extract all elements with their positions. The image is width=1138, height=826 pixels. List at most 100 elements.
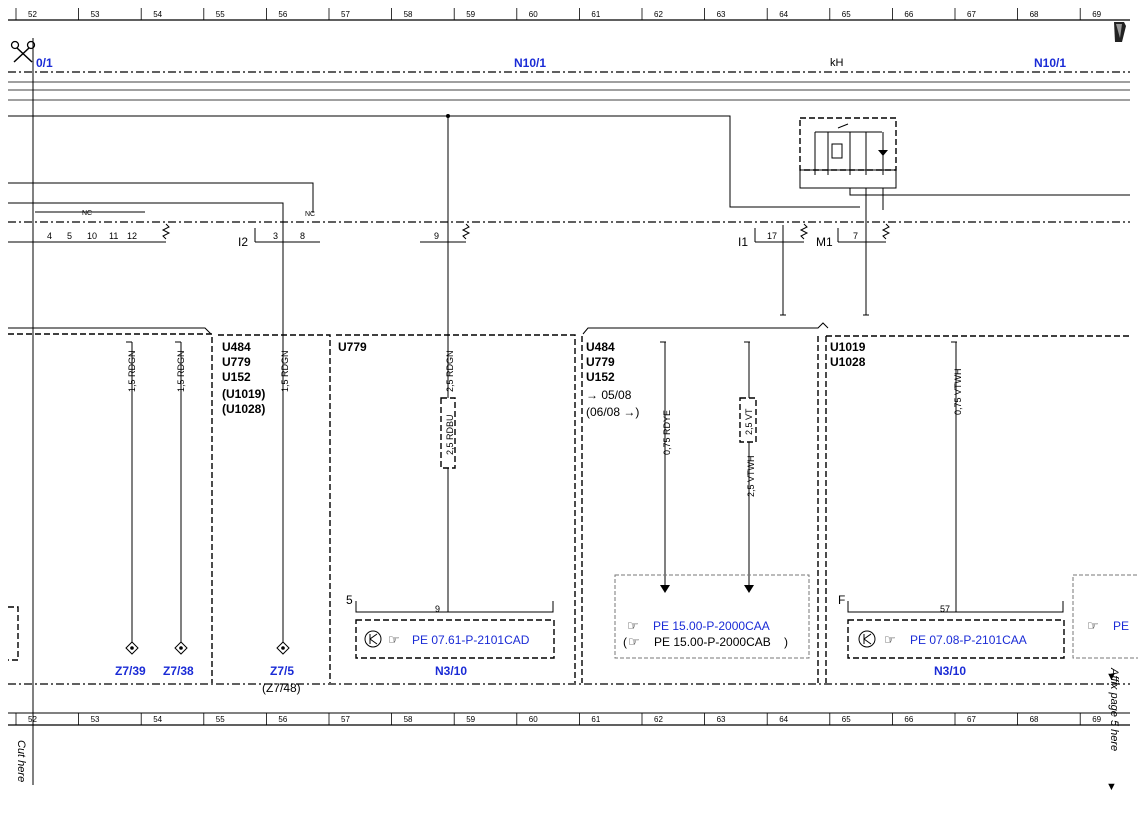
ref-right: N10/1 — [1034, 56, 1066, 70]
ruler-number: 60 — [529, 715, 538, 724]
ref-left: 0/1 — [36, 56, 53, 70]
relay-kh — [799, 117, 897, 189]
ruler-number: 65 — [842, 10, 851, 19]
svg-text:3: 3 — [273, 231, 278, 241]
svg-text:17: 17 — [767, 231, 777, 241]
label-m1: M1 — [816, 235, 833, 249]
ruler-number: 54 — [153, 715, 162, 724]
section3-label: U779 — [338, 340, 367, 354]
hand-pointer-icon: ☞ — [388, 632, 400, 647]
ruler-number: 54 — [153, 10, 162, 19]
hand-pointer-icon-4: ☞ — [884, 632, 896, 647]
nc-label-right: NC — [305, 211, 315, 218]
section4-labels: U484 U779 U152 → 05/08 (06/08 →) — [586, 340, 639, 419]
svg-text:12: 12 — [127, 231, 137, 241]
wire-label-6b: 2,5 VTWH — [746, 455, 756, 497]
ruler-number: 53 — [91, 715, 100, 724]
link-pe-0708[interactable]: PE 07.08-P-2101CAA — [910, 633, 1027, 647]
svg-text:U1019: U1019 — [830, 340, 866, 354]
svg-text:→ 05/08: → 05/08 — [586, 388, 632, 402]
ruler-number: 58 — [404, 715, 413, 724]
ruler-number: 57 — [341, 10, 350, 19]
ruler-number: 59 — [466, 715, 475, 724]
ruler-number: 66 — [904, 715, 913, 724]
wire-label-2: 1,5 RDGN — [176, 350, 186, 392]
hand-pointer-icon-3: ☞ — [628, 634, 640, 649]
svg-text:U1028: U1028 — [830, 355, 866, 369]
ruler-number: 63 — [717, 715, 726, 724]
ruler-number: 60 — [529, 10, 538, 19]
ruler-number: 55 — [216, 715, 225, 724]
section5-labels: U1019 U1028 — [830, 340, 866, 369]
ruler-number: 68 — [1030, 10, 1039, 19]
scissors-icon — [10, 40, 36, 63]
ref-n310-b: N3/10 — [934, 664, 966, 678]
svg-text:U779: U779 — [586, 355, 615, 369]
link-pe-partial[interactable]: PE — [1113, 619, 1129, 633]
ruler-number: 69 — [1092, 10, 1101, 19]
kh-label: kH — [830, 57, 844, 69]
ruler-number: 53 — [91, 10, 100, 19]
ruler-number: 55 — [216, 10, 225, 19]
wire-label-7: 0,75 VTWH — [953, 368, 963, 415]
ref-z738: Z7/38 — [163, 664, 194, 678]
svg-text:4: 4 — [47, 231, 52, 241]
ref-n310-a: N3/10 — [435, 664, 467, 678]
wire-label-4: 2,5 RDGN — [445, 350, 455, 392]
ruler-number: 63 — [717, 10, 726, 19]
svg-text:9: 9 — [435, 604, 440, 614]
svg-text:(: ( — [623, 635, 627, 649]
wire-label-6: 2,5 VT — [744, 408, 754, 435]
ruler-number: 56 — [278, 10, 287, 19]
svg-text:10: 10 — [87, 231, 97, 241]
ref-z739: Z7/39 — [115, 664, 146, 678]
svg-text:7: 7 — [853, 231, 858, 241]
svg-text:U152: U152 — [222, 370, 251, 384]
transistor-icon-2 — [858, 630, 876, 648]
ref-pe-1500-cab: PE 15.00-P-2000CAB — [654, 635, 771, 649]
ruler-number: 58 — [404, 10, 413, 19]
section-boxes — [8, 322, 1130, 685]
label-i2: I2 — [238, 235, 248, 249]
component-2: ☞ PE 15.00-P-2000CAA ( ☞ PE 15.00-P-2000… — [614, 574, 810, 659]
svg-text:9: 9 — [434, 231, 439, 241]
ruler-number: 52 — [28, 10, 37, 19]
svg-text:(06/08 →): (06/08 →) — [586, 405, 639, 419]
link-pe-0761[interactable]: PE 07.61-P-2101CAD — [412, 633, 530, 647]
affix-text: Affix page 5 here — [1108, 667, 1120, 751]
ref-z748: (Z7/48) — [262, 681, 301, 695]
affix-arrow-top: ▼ — [1106, 671, 1117, 683]
component-3: F 57 ☞ PE 07.08-P-2101CAA — [838, 593, 1065, 659]
ref-z75: Z7/5 — [270, 664, 294, 678]
affix-arrow-bottom: ▼ — [1106, 781, 1117, 793]
svg-text:(U1019): (U1019) — [222, 387, 265, 401]
ground-z75-icon — [276, 641, 290, 655]
ruler-number: 59 — [466, 10, 475, 19]
ruler-number: 67 — [967, 715, 976, 724]
ruler-number: 64 — [779, 715, 788, 724]
svg-text:): ) — [784, 635, 788, 649]
svg-text:U484: U484 — [222, 340, 251, 354]
ruler-number: 56 — [278, 715, 287, 724]
ruler-number: 62 — [654, 715, 663, 724]
ground-z738-icon — [174, 641, 188, 655]
page-corner-icon — [1114, 22, 1126, 42]
component-1: 5 9 ☞ PE 07.61-P-2101CAD — [346, 593, 555, 659]
ruler-number: 66 — [904, 10, 913, 19]
cut-text: Cut here — [15, 740, 27, 782]
ruler-number: 62 — [654, 10, 663, 19]
link-pe-1500-caa[interactable]: PE 15.00-P-2000CAA — [653, 619, 770, 633]
ruler-number: 64 — [779, 10, 788, 19]
ground-z739-icon — [125, 641, 139, 655]
svg-text:U484: U484 — [586, 340, 615, 354]
svg-text:U779: U779 — [222, 355, 251, 369]
svg-text:F: F — [838, 593, 845, 607]
nc-label-left: NC — [82, 210, 92, 217]
component-4: ☞ PE — [1072, 574, 1138, 659]
svg-text:5: 5 — [67, 231, 72, 241]
wire-label-1: 1,5 RDGN — [127, 350, 137, 392]
ruler-number: 69 — [1092, 715, 1101, 724]
svg-text:8: 8 — [300, 231, 305, 241]
